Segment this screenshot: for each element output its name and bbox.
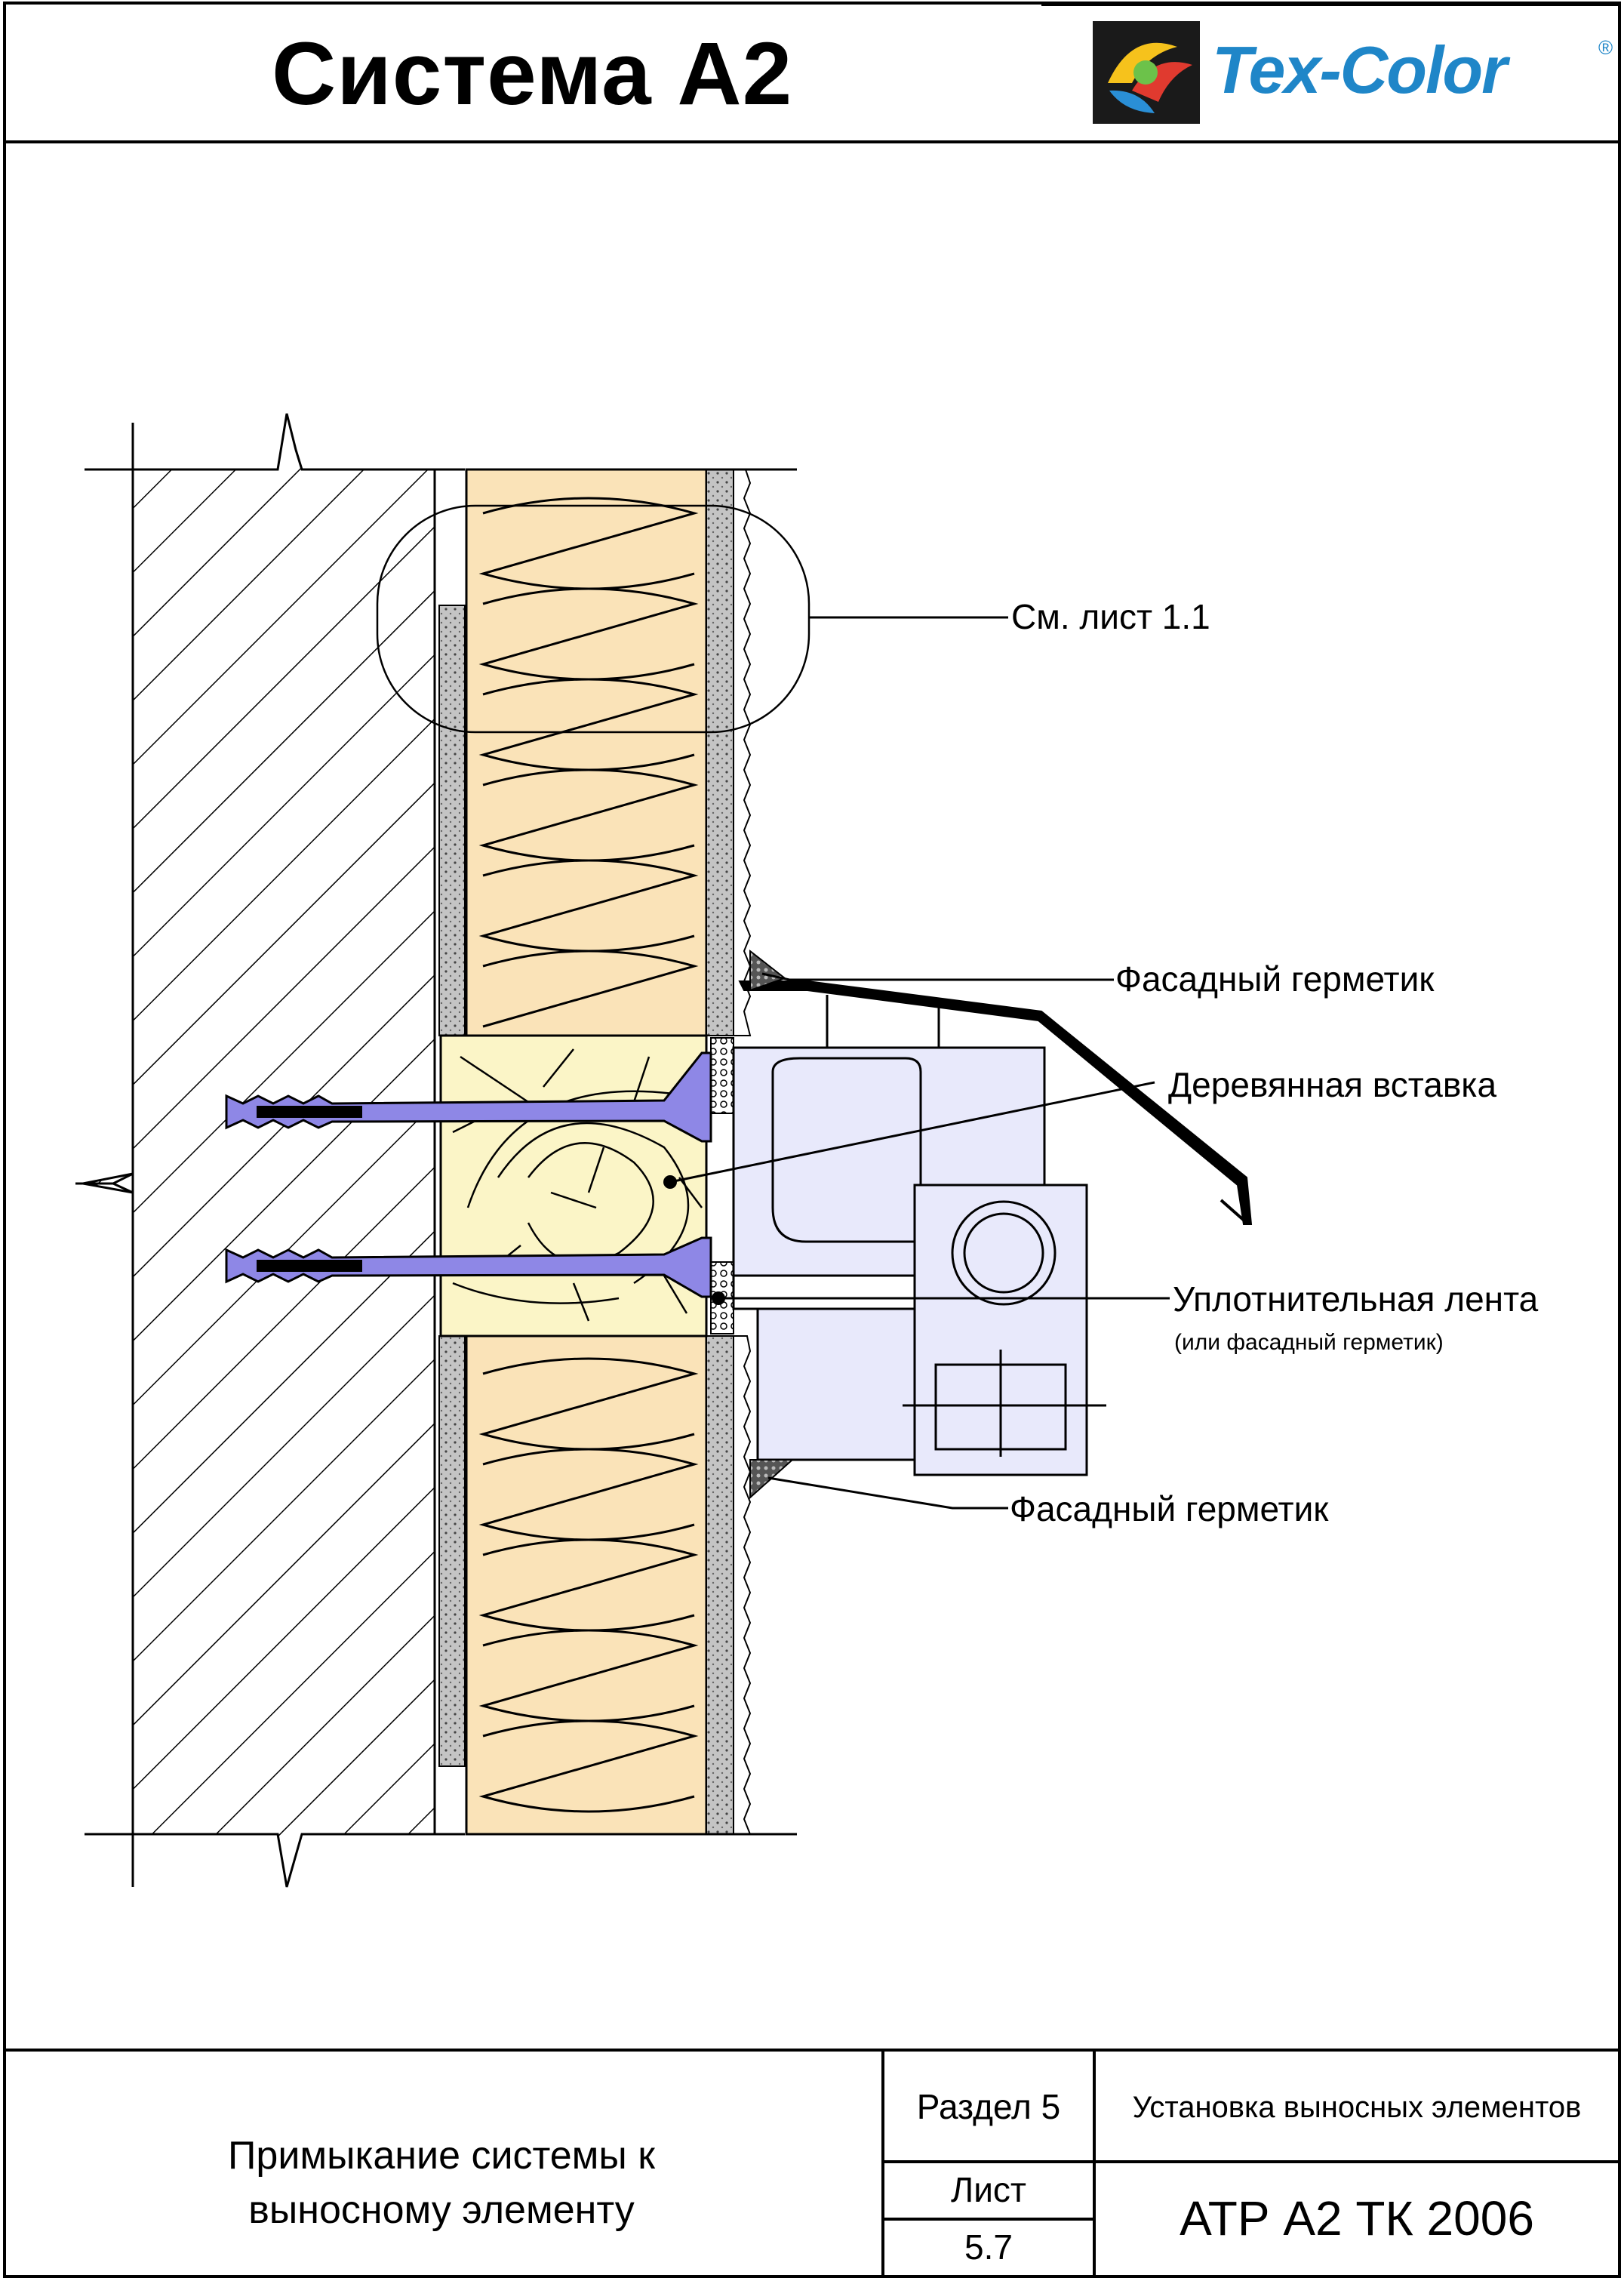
facade-sealant-bead-top: [749, 949, 787, 992]
finish-render-bottom: [733, 1335, 752, 1835]
callout-facade-sealant-top: Фасадный герметик: [1115, 959, 1435, 999]
adhesive-layer-bottom: [438, 1335, 466, 1767]
adhesive-layer-top: [438, 605, 466, 1036]
page-title: Система A2: [272, 24, 793, 124]
metal-flashing: [738, 980, 1253, 1225]
mineral-wool-insulation-top: [465, 468, 708, 1037]
dowel-anchor-lower: [225, 1236, 712, 1298]
title-block-section: Раздел 5: [916, 2087, 1061, 2126]
concrete-wall: [75, 413, 436, 1888]
callout-wood-insert: Деревянная вставка: [1168, 1065, 1497, 1104]
dowel-anchor-upper: [225, 1051, 712, 1143]
brand-name: Tex-Color: [1212, 32, 1507, 107]
callout-sealing-tape-alt: (или фасадный герметик): [1174, 1330, 1444, 1355]
base-coat-layer-bottom: [706, 1335, 734, 1835]
title-block-sheet-number: 5.7: [964, 2227, 1013, 2267]
mineral-wool-insulation-bottom: [465, 1334, 708, 1836]
brand-registered-mark: ®: [1598, 36, 1613, 59]
callout-facade-sealant-bottom: Фасадный герметик: [1010, 1489, 1329, 1528]
leader-dot-tape: [712, 1291, 725, 1305]
title-block-document-code: АТР А2 ТК 2006: [1180, 2191, 1534, 2246]
finish-render-top: [733, 469, 752, 1036]
title-block-section-title: Установка выносных элементов: [1132, 2091, 1582, 2124]
callout-see-sheet: См. лист 1.1: [1011, 597, 1210, 636]
sheet-border: [3, 2, 1621, 2278]
tex-color-logo-icon: [1093, 21, 1200, 124]
title-block-description-line1: Примыкание системы к: [228, 2134, 655, 2178]
sealing-tape-top: [710, 1037, 734, 1114]
title-block-description-line2: выносному элементу: [248, 2188, 635, 2232]
leader-lines: [669, 616, 1170, 1510]
leader-dot-wood: [663, 1175, 677, 1189]
mounting-bracket: [732, 1046, 1106, 1476]
base-coat-layer-top: [706, 469, 734, 1036]
title-block-sheet-label: Лист: [951, 2170, 1026, 2209]
title-block: [5, 2049, 1619, 2276]
callout-sealing-tape: Уплотнительная лента: [1173, 1279, 1539, 1319]
detail-reference-bubble: [376, 504, 810, 734]
